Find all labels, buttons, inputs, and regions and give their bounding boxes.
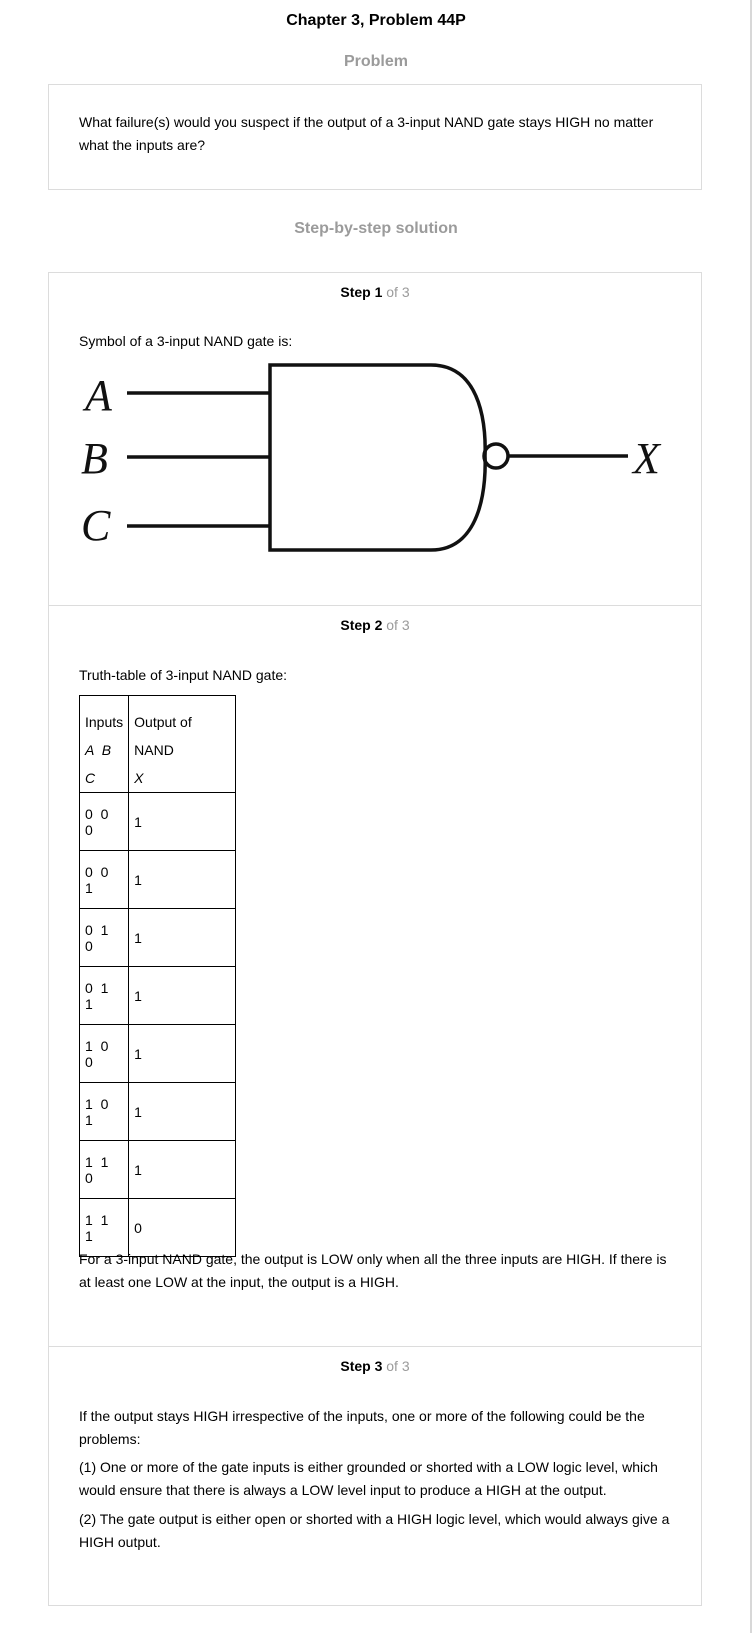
input-a-label: A [82,371,113,420]
problem-heading: Problem [343,53,408,70]
step-2-conclusion: For a 3-input NAND gate, the output is L… [79,1251,667,1290]
table-cell-output: 1 [128,908,237,967]
table-cell-output: 1 [128,792,237,851]
step-3-label: Step 3 [340,1358,383,1374]
step-1-label: Step 1 [340,284,383,300]
truth-table-output-header: Output of NAND X [128,695,237,793]
table-cell-output: 1 [128,966,237,1025]
output-x-label: X [631,434,662,483]
step-2-label: Step 2 [340,617,383,633]
nand-gate-symbol: A B C X [81,363,662,552]
step-2-header: Step 2 of 3 [48,617,702,633]
step-2-of: of 3 [386,617,410,633]
output-header-var: X [134,770,144,786]
table-row: 1 1 1 0 [78,1198,237,1257]
step-2-intro: Truth-table of 3-input NAND gate: [79,667,288,683]
table-cell-output: 1 [128,850,237,909]
step-3-paragraph-2: (1) One or more of the gate inputs is ei… [79,1459,658,1498]
step-3-of: of 3 [386,1358,410,1374]
truth-table-header-row: Inputs A B C Output of NAND X [78,695,237,793]
step-divider-1 [48,605,702,606]
table-cell-inputs: 1 1 0 [78,1140,130,1199]
table-row: 1 0 0 1 [78,1024,237,1083]
table-cell-inputs: 1 0 1 [78,1082,130,1141]
problem-text: What failure(s) would you suspect if the… [79,114,654,153]
solution-box [48,272,702,1606]
table-cell-inputs: 1 1 1 [78,1198,130,1257]
solution-heading: Step-by-step solution [294,220,458,237]
inputs-header-label: Inputs [85,714,124,730]
nand-inversion-bubble [482,442,510,470]
table-row: 0 1 0 1 [78,908,237,967]
inputs-header-vars: A B C [85,742,114,786]
table-row: 0 0 1 1 [78,850,237,909]
step-divider-2 [48,1346,702,1347]
table-cell-inputs: 0 1 1 [78,966,130,1025]
table-cell-output: 1 [128,1024,237,1083]
table-cell-inputs: 0 0 1 [78,850,130,909]
step-1-header: Step 1 of 3 [48,284,702,300]
table-row: 0 1 1 1 [78,966,237,1025]
step-3-paragraph-1: If the output stays HIGH irrespective of… [79,1408,645,1447]
truth-table-inputs-header: Inputs A B C [78,695,130,793]
truth-table: Inputs A B C Output of NAND X 0 0 0 1 0 … [78,695,237,1257]
table-cell-output: 1 [128,1082,237,1141]
step-1-of: of 3 [386,284,410,300]
step-3-header: Step 3 of 3 [48,1358,702,1374]
page-title: Chapter 3, Problem 44P [286,12,466,29]
table-cell-inputs: 0 0 0 [78,792,130,851]
input-b-label: B [81,434,108,483]
table-cell-inputs: 1 0 0 [78,1024,130,1083]
table-cell-output: 0 [128,1198,237,1257]
output-header-label: Output of NAND [134,714,192,758]
table-cell-inputs: 0 1 0 [78,908,130,967]
input-c-label: C [81,501,111,550]
table-row: 1 0 1 1 [78,1082,237,1141]
problem-box [48,84,702,190]
step-3-paragraph-3: (2) The gate output is either open or sh… [79,1511,670,1550]
nand-gate-body [268,363,487,552]
step-1-text: Symbol of a 3-input NAND gate is: [79,333,293,349]
page-right-border [750,0,752,1633]
table-row: 1 1 0 1 [78,1140,237,1199]
table-cell-output: 1 [128,1140,237,1199]
table-row: 0 0 0 1 [78,792,237,851]
